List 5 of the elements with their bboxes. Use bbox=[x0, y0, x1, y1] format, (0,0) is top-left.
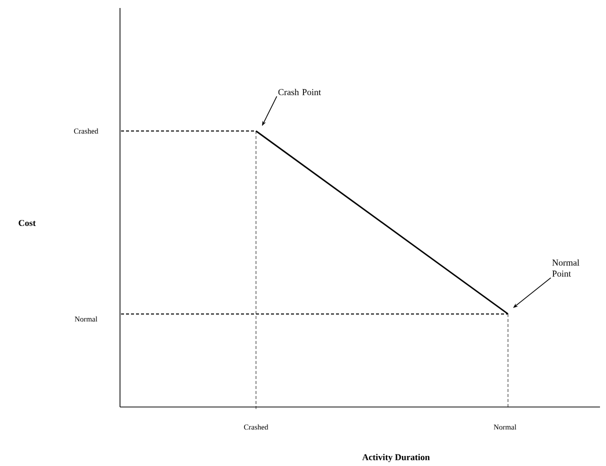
callout-text: Crash Point bbox=[278, 88, 321, 96]
leader-arrow bbox=[513, 277, 552, 308]
callout-text: Normal Point bbox=[552, 259, 580, 277]
axis-title: Activity Duration bbox=[362, 454, 430, 462]
axis-title: Cost bbox=[18, 220, 36, 226]
